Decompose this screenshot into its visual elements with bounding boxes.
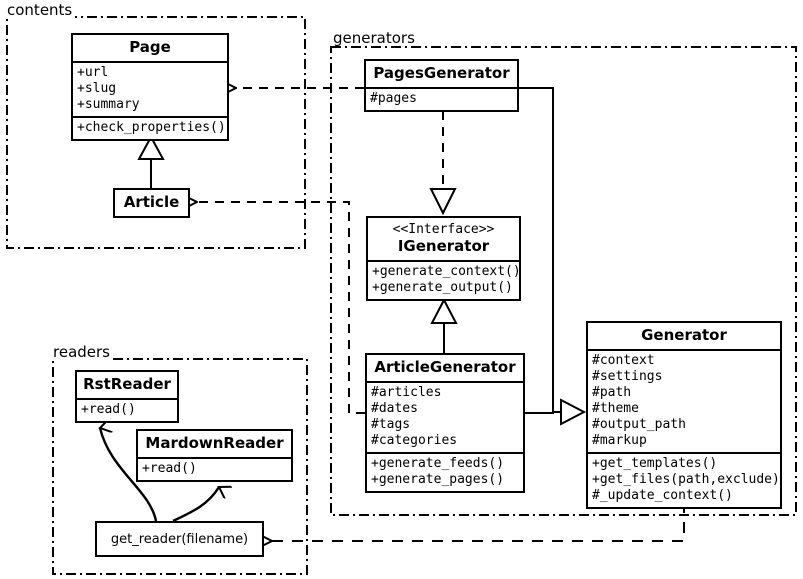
class-box-mardownreader[interactable]: MardownReader +read(): [136, 429, 293, 482]
class-box-articlegenerator[interactable]: ArticleGenerator #articles #dates #tags …: [365, 353, 525, 493]
attribute-row: #theme: [592, 401, 639, 416]
class-stereotype-igenerator: <<Interface>>: [392, 222, 495, 237]
class-methods-articlegenerator: +generate_feeds() +generate_pages(): [367, 452, 523, 491]
method-row: +get_files(path,exclude): [592, 472, 780, 487]
method-row: +generate_output(): [372, 280, 513, 295]
function-box-get-reader[interactable]: get_reader(filename): [95, 521, 264, 557]
method-row: +get_templates(): [592, 456, 718, 471]
class-name-igenerator: <<Interface>> IGenerator: [368, 218, 519, 260]
method-row: +read(): [142, 461, 197, 476]
attribute-row: #tags: [371, 417, 411, 432]
attribute-row: #categories: [371, 433, 458, 448]
class-attributes-page: +url +slug +summary: [73, 61, 227, 116]
attribute-row: #output_path: [592, 417, 686, 432]
class-name-rstreader: RstReader: [83, 375, 171, 393]
class-box-rstreader[interactable]: RstReader +read(): [75, 370, 179, 423]
class-name-article: Article: [123, 193, 180, 211]
attribute-row: #dates: [371, 401, 418, 416]
attribute-row: +summary: [77, 97, 140, 112]
class-box-igenerator[interactable]: <<Interface>> IGenerator +generate_conte…: [366, 216, 521, 301]
class-box-page[interactable]: Page +url +slug +summary +check_properti…: [71, 33, 229, 141]
relationship-pagesgenerator-realizes-igenerator: [429, 111, 457, 216]
relationship-getreader-creates-mardownreader: [172, 487, 219, 523]
class-methods-generator: +get_templates() +get_files(path,exclude…: [588, 452, 780, 507]
class-name-page: Page: [129, 38, 171, 56]
attribute-row: +slug: [77, 81, 117, 96]
relationship-article-extends-page: [137, 134, 165, 188]
method-row: +read(): [81, 402, 136, 417]
class-box-article[interactable]: Article: [113, 188, 190, 218]
class-name-text-igenerator: IGenerator: [397, 237, 490, 255]
class-name-mardownreader: MardownReader: [145, 434, 284, 452]
class-methods-igenerator: +generate_context() +generate_output(): [368, 260, 521, 299]
package-label-readers: readers: [50, 344, 113, 360]
class-methods-mardownreader: +read(): [138, 457, 291, 480]
method-row: +generate_feeds(): [371, 456, 505, 471]
attribute-row: #settings: [592, 369, 663, 384]
attribute-row: #markup: [592, 433, 647, 448]
method-row: +check_properties(): [77, 120, 226, 135]
class-methods-rstreader: +read(): [77, 398, 177, 421]
class-name-articlegenerator: ArticleGenerator: [374, 358, 516, 376]
method-row: +generate_context(): [372, 264, 521, 279]
method-row: +generate_pages(): [371, 472, 505, 487]
package-label-contents: contents: [4, 2, 76, 18]
attribute-row: #path: [592, 385, 632, 400]
relationship-articlegenerator-extends-generator: [525, 398, 587, 426]
class-box-pagesgenerator[interactable]: PagesGenerator #pages: [364, 59, 519, 112]
class-attributes-articlegenerator: #articles #dates #tags #categories: [367, 381, 523, 452]
class-name-generator: Generator: [641, 326, 727, 344]
relationship-articlegenerator-uses-article: [197, 202, 365, 414]
attribute-row: #pages: [370, 91, 417, 106]
package-label-generators: generators: [330, 30, 418, 46]
class-name-pagesgenerator: PagesGenerator: [373, 64, 510, 82]
class-attributes-generator: #context #settings #path #theme #output_…: [588, 349, 780, 452]
class-attributes-pagesgenerator: #pages: [366, 87, 517, 110]
relationship-articlegenerator-extends-igenerator: [430, 297, 458, 353]
class-methods-page: +check_properties(): [73, 116, 227, 139]
class-box-generator[interactable]: Generator #context #settings #path #them…: [586, 321, 782, 509]
attribute-row: #articles: [371, 385, 442, 400]
attribute-row: #context: [592, 353, 655, 368]
method-row: #_update_context(): [592, 488, 733, 503]
attribute-row: +url: [77, 65, 109, 80]
